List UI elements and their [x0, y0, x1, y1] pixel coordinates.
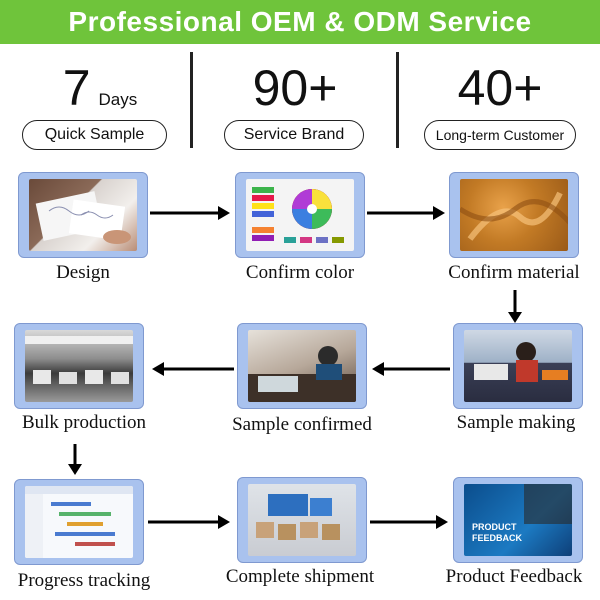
color-wheel-photo-icon [246, 179, 354, 251]
step-card-complete-shipment [237, 477, 367, 563]
step-label: Confirm color [245, 262, 355, 283]
design-sketch-photo-icon [29, 179, 137, 251]
divider [190, 52, 193, 148]
svg-text:FEEDBACK: FEEDBACK [472, 533, 523, 543]
step-label: Progress tracking [17, 570, 151, 591]
step-label: Bulk production [21, 412, 147, 433]
step-card-bulk-production [14, 323, 144, 409]
arrow-right-icon [150, 206, 230, 220]
step-label: Sample making [456, 412, 576, 433]
arrow-right-icon [148, 515, 230, 529]
step-card-confirm-color [235, 172, 365, 258]
banner-title: Professional OEM & ODM Service [68, 6, 532, 37]
meeting-photo-icon [248, 330, 356, 402]
step-card-sample-making [453, 323, 583, 409]
arrow-down-icon [68, 444, 82, 475]
stat-value: 7 [62, 60, 91, 116]
step-card-progress-tracking [14, 479, 144, 565]
header-banner: Professional OEM & ODM Service [0, 0, 600, 44]
step-label: Design [56, 262, 110, 283]
stat-label-pill: Quick Sample [22, 120, 167, 150]
step-label: Product Feedback [445, 566, 583, 587]
factory-photo-icon [25, 330, 133, 402]
stat-service-brand: 90+ [230, 58, 360, 118]
arrow-left-icon [372, 362, 450, 376]
fabric-photo-icon [460, 179, 568, 251]
feedback-photo-icon: PRODUCT FEEDBACK [464, 484, 572, 556]
step-card-design [18, 172, 148, 258]
divider [396, 52, 399, 148]
step-card-product-feedback: PRODUCT FEEDBACK [453, 477, 583, 563]
stat-long-term-customer: 40+ [440, 58, 560, 118]
step-label: Confirm material [448, 262, 580, 283]
step-label: Sample confirmed [232, 414, 372, 435]
stat-label-pill: Service Brand [224, 120, 364, 150]
arrow-left-icon [152, 362, 234, 376]
stat-unit: Days [98, 90, 138, 109]
stat-value: 40+ [457, 60, 543, 116]
stat-label-pill: Long-term Customer [424, 120, 576, 150]
gantt-chart-photo-icon [25, 486, 133, 558]
arrow-right-icon [367, 206, 445, 220]
arrow-right-icon [370, 515, 448, 529]
step-label: Complete shipment [225, 566, 375, 587]
step-card-sample-confirmed [237, 323, 367, 409]
arrow-down-icon [508, 290, 522, 323]
stat-value: 90+ [252, 60, 338, 116]
cargo-boxes-photo-icon [248, 484, 356, 556]
svg-text:PRODUCT: PRODUCT [472, 522, 517, 532]
step-card-confirm-material [449, 172, 579, 258]
sewing-photo-icon [464, 330, 572, 402]
